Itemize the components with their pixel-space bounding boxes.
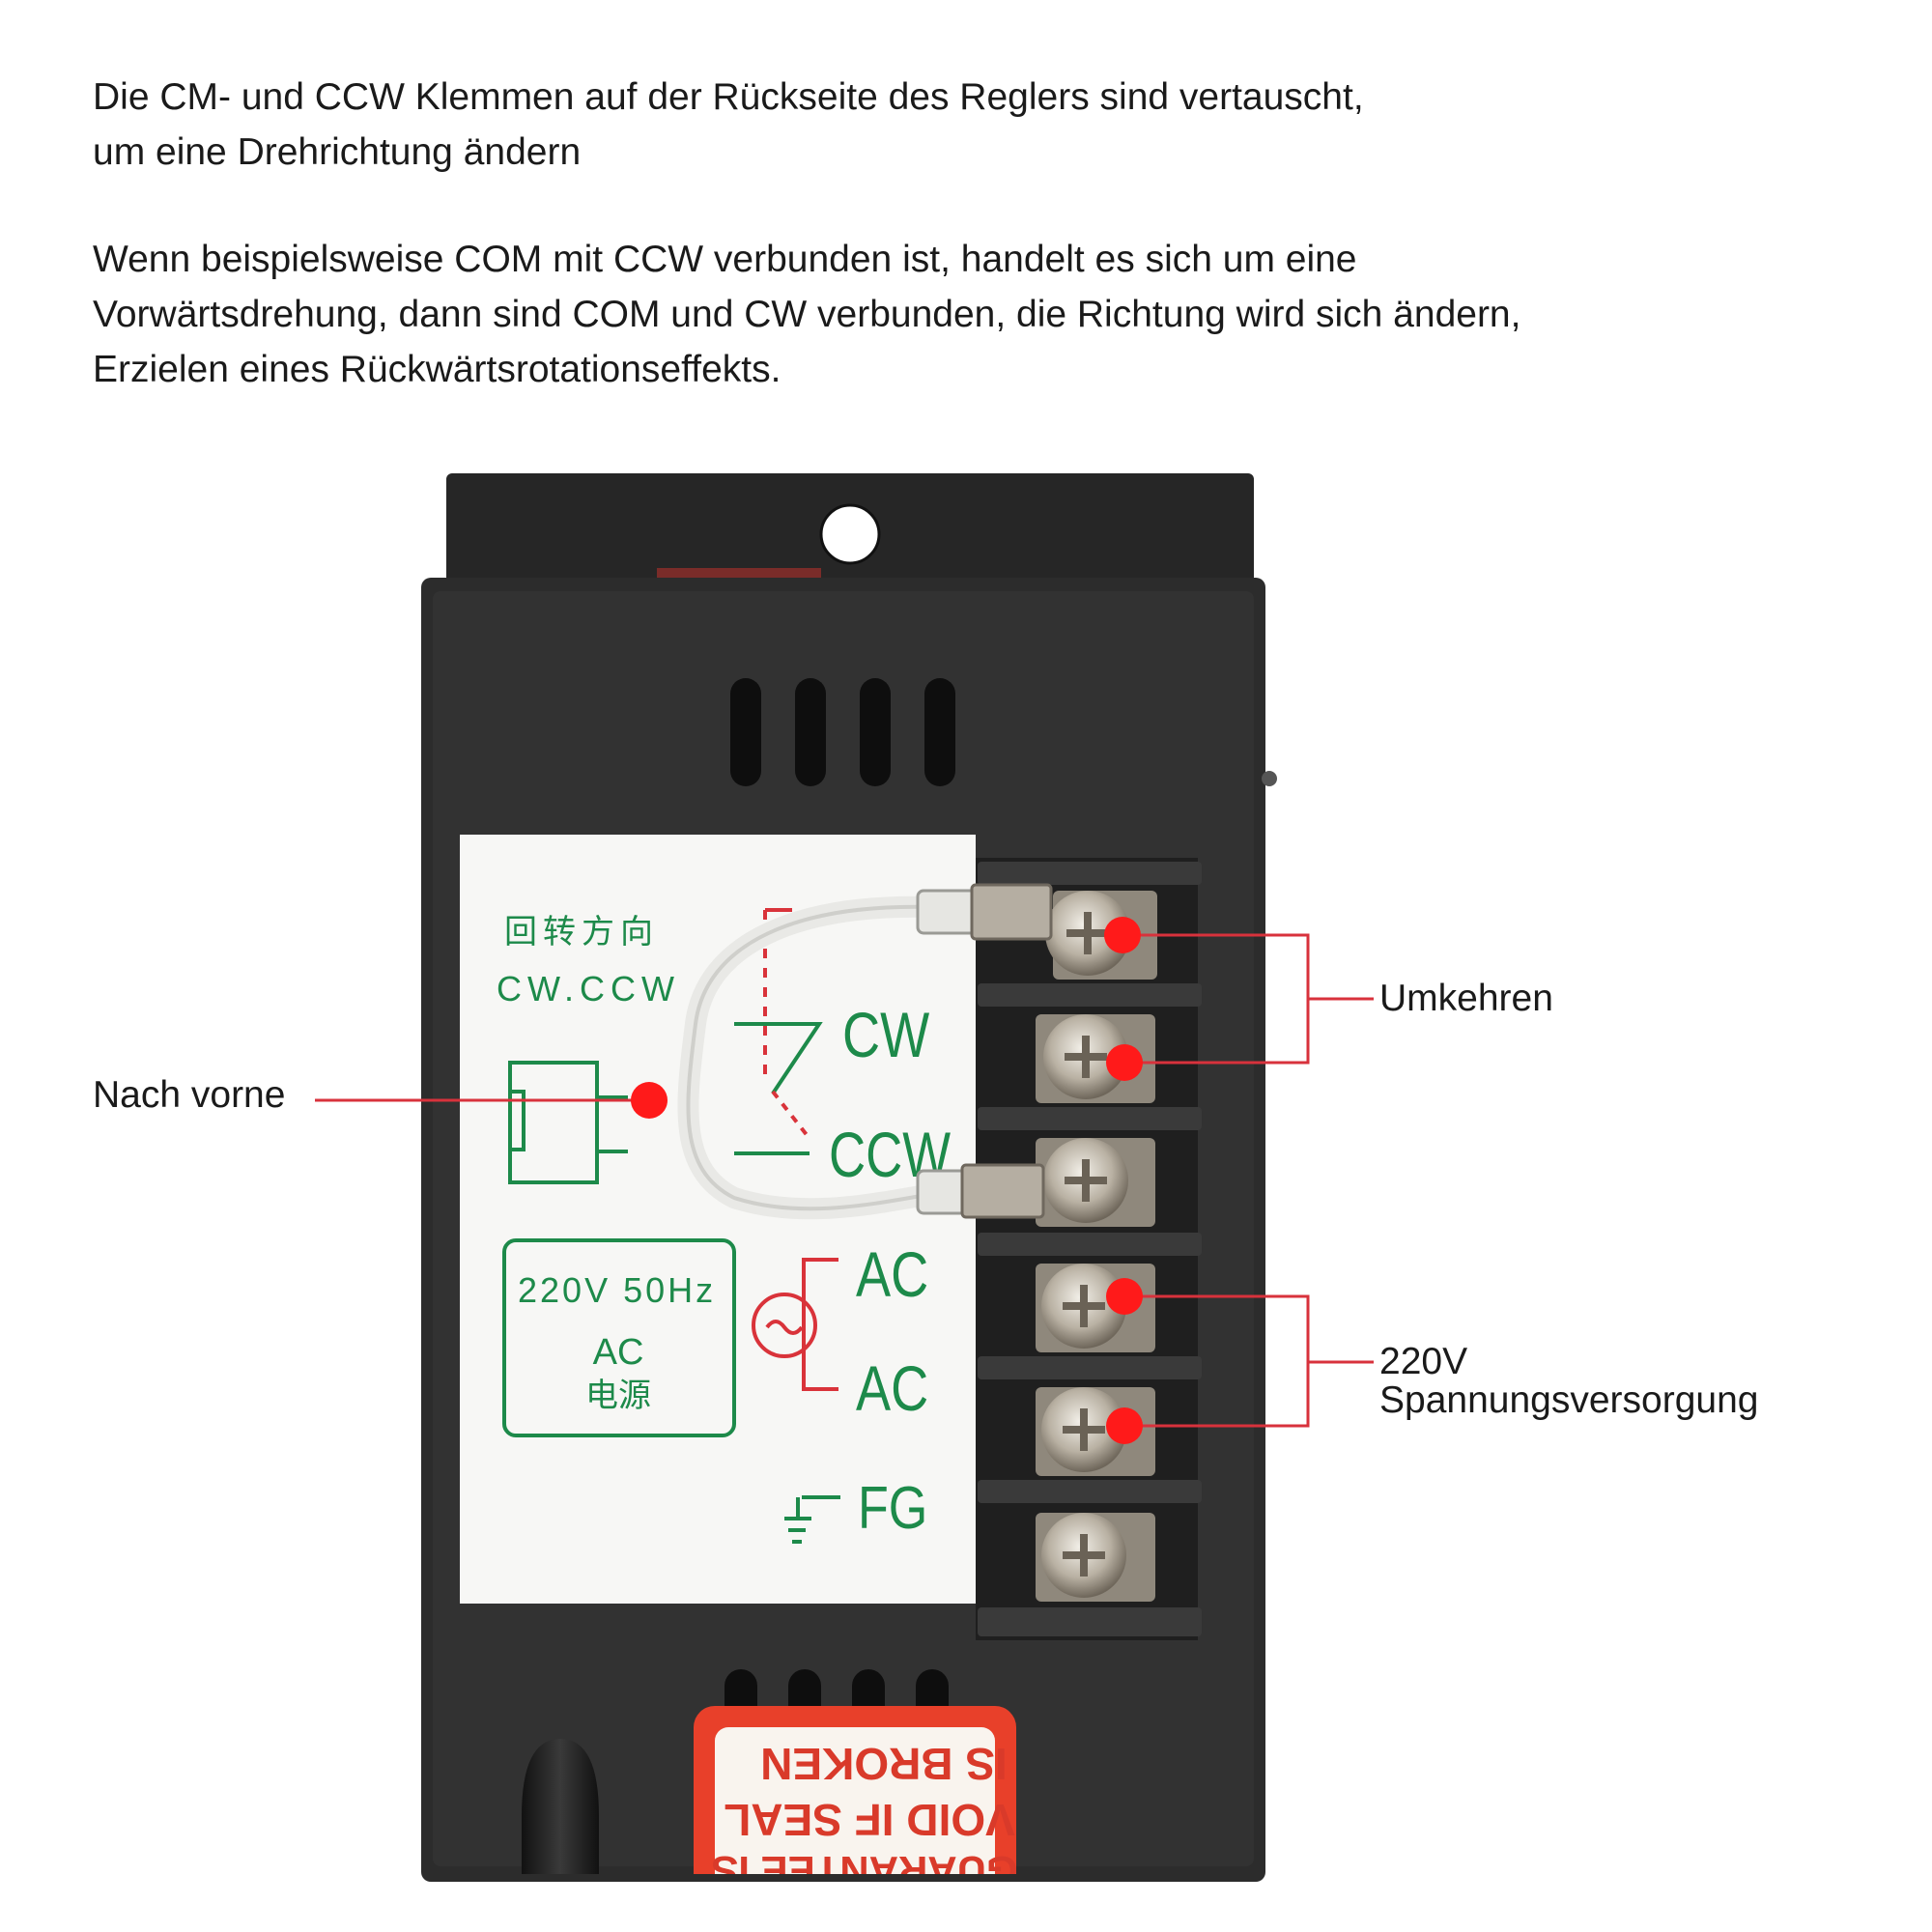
intro-line: um eine Drehrichtung ändern: [93, 131, 582, 173]
screw-terminal-ccw: [1036, 1138, 1155, 1227]
callout-reverse: Umkehren: [1379, 978, 1553, 1019]
vent-slot: [860, 678, 891, 786]
power-box: [502, 1238, 736, 1437]
ac-source-icon: [752, 1293, 817, 1358]
terminal-divider: [978, 1233, 1202, 1256]
side-screw: [1262, 771, 1277, 786]
label-print: [502, 1022, 840, 1544]
marker-dots: [631, 917, 1143, 1444]
seal-line-1: IS BROKEN: [760, 1739, 1008, 1789]
label-direction-title: 回转方向: [504, 913, 659, 952]
intro-paragraph-2: Wenn beispielsweise COM mit CCW verbunde…: [93, 232, 1851, 397]
terminal-divider: [978, 1480, 1202, 1503]
seal-line-3: GUARANTEE IS: [711, 1848, 1017, 1893]
jumper-wire: [677, 883, 1053, 1220]
callout-power-supply: 220V Spannungsversorgung: [1379, 1343, 1758, 1420]
terminal-divider: [978, 1107, 1202, 1130]
wire-connector: [916, 889, 978, 935]
label-power-rating: 220V 50Hz: [518, 1270, 716, 1310]
vent-slot: [730, 678, 761, 786]
intro-line: Wenn beispielsweise COM mit CCW verbunde…: [93, 239, 1357, 280]
intro-line: Die CM- und CCW Klemmen auf der Rückseit…: [93, 76, 1364, 118]
label-direction-code: CW.CCW: [497, 969, 680, 1009]
terminal-label-cw: CW: [842, 999, 929, 1070]
vent-slot: [924, 678, 955, 786]
intro-line: Erzielen eines Rückwärtsrotationseffekts…: [93, 349, 781, 390]
wire-lug: [960, 1163, 1045, 1219]
terminal-label-ac-2: AC: [856, 1352, 928, 1424]
callout-power-text: Spannungsversorgung: [1379, 1379, 1759, 1421]
callout-lines: [315, 933, 1374, 1428]
screw-terminal-ac-1: [1036, 1264, 1155, 1352]
terminal-divider: [978, 1607, 1202, 1636]
terminal-divider: [978, 862, 1202, 885]
callout-power-voltage: 220V: [1379, 1341, 1468, 1382]
direction-box-icon: [508, 1090, 526, 1151]
marker-dot: [631, 1082, 668, 1119]
seal-line-2: VOID IF SEAL: [724, 1795, 1015, 1845]
marker-dot: [1106, 1278, 1143, 1315]
terminal-block: [976, 858, 1202, 1640]
mounting-hole: [819, 503, 881, 565]
screw-terminal-fg: [1036, 1513, 1155, 1602]
wire-lug: [970, 883, 1053, 941]
terminal-divider: [978, 983, 1202, 1007]
seal-sticker: IS BROKEN VOID IF SEAL GUARANTEE IS: [694, 1706, 1018, 1893]
label-power-type: AC: [593, 1332, 644, 1373]
wire-connector: [916, 1169, 968, 1215]
intro-paragraph-1: Die CM- und CCW Klemmen auf der Rückseit…: [93, 70, 1851, 180]
intro-line: Vorwärtsdrehung, dann sind COM und CW ve…: [93, 294, 1521, 335]
top-vents: [730, 678, 955, 786]
label-power-source: 电源: [585, 1377, 651, 1415]
marker-dot: [1106, 1044, 1143, 1081]
terminal-label-ac-1: AC: [856, 1238, 928, 1310]
vent-slot: [795, 678, 826, 786]
terminal-divider: [978, 1356, 1202, 1379]
terminal-label-fg: FG: [858, 1475, 927, 1542]
marker-dot: [1106, 1407, 1143, 1444]
marker-dot: [1104, 917, 1141, 953]
screw-terminal-com: [1036, 1014, 1155, 1103]
callout-forward: Nach vorne: [93, 1074, 286, 1116]
power-cable: [522, 1739, 599, 1874]
